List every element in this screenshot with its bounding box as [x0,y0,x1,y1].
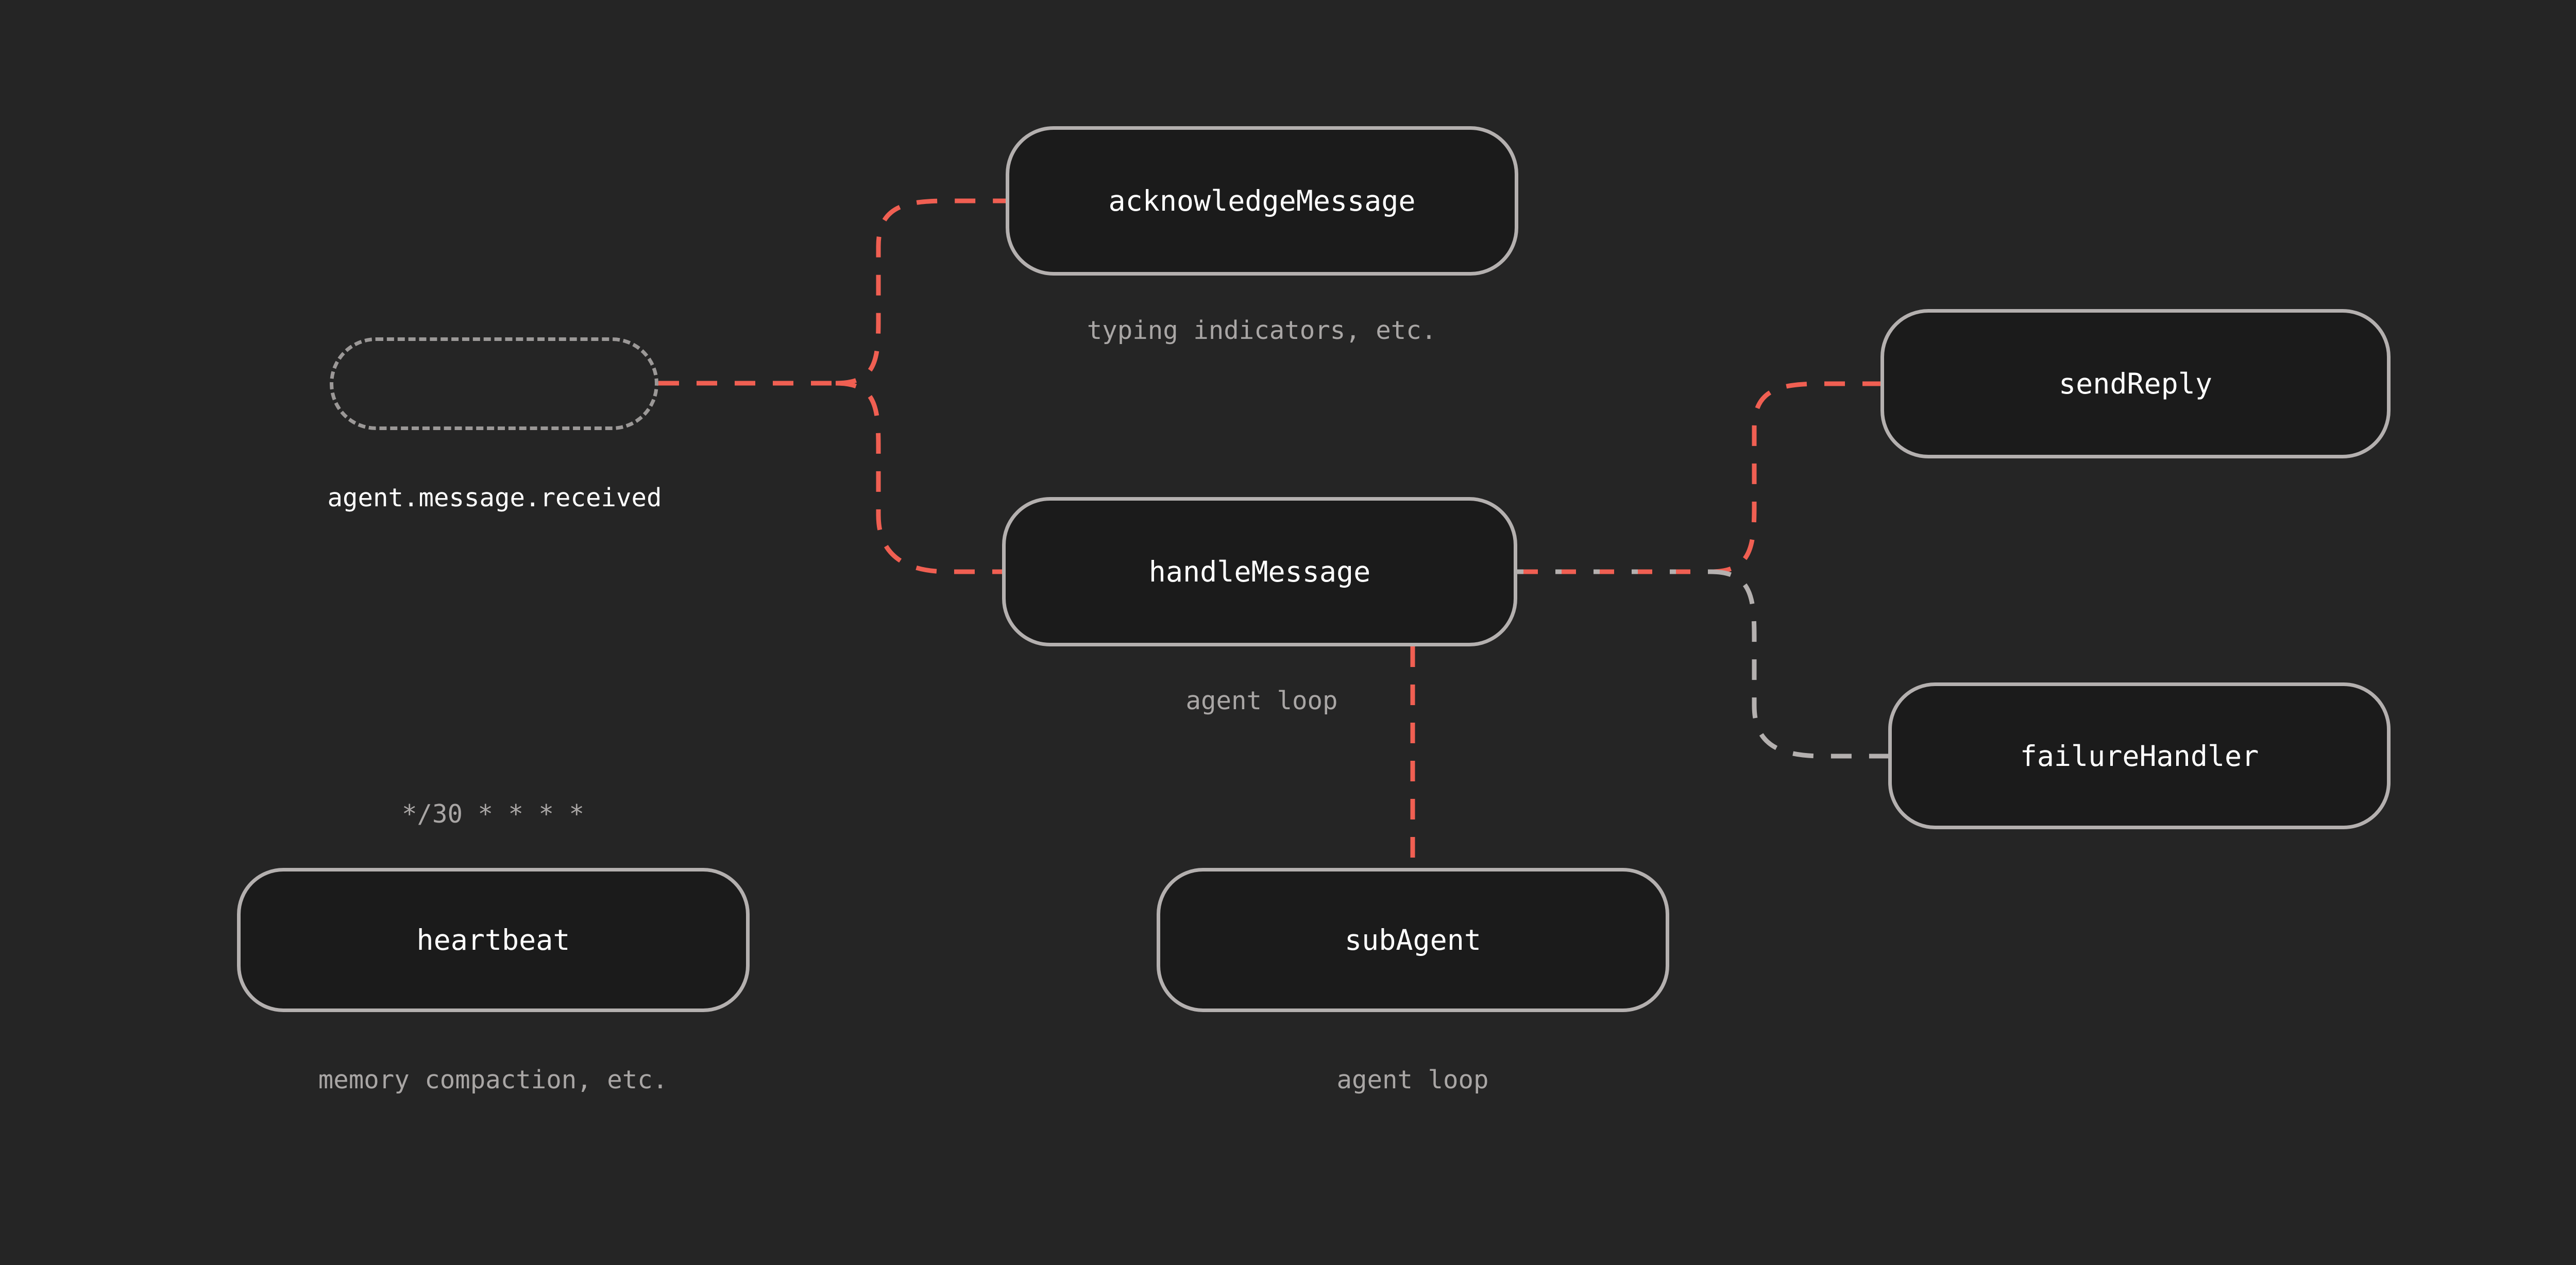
edge-handle-to-failurehandler [1710,569,1888,759]
node-failure-handler[interactable]: failureHandler [1888,682,2391,829]
heartbeat-cron-schedule: */30 * * * * [401,799,585,829]
node-label: handleMessage [1148,555,1371,588]
node-label: acknowledgeMessage [1108,184,1416,217]
heartbeat-caption: memory compaction, etc. [318,1065,668,1095]
edge-handle-to-sendreply [1710,381,1880,574]
node-send-reply[interactable]: sendReply [1880,309,2391,458]
node-heartbeat[interactable]: heartbeat [237,868,750,1012]
handle-message-caption: agent loop [1185,686,1338,715]
sub-agent-caption: agent loop [1336,1065,1489,1095]
node-sub-agent[interactable]: subAgent [1157,868,1669,1012]
node-label: sendReply [2058,367,2212,400]
node-label: failureHandler [2020,739,2259,773]
node-acknowledge-message[interactable]: acknowledgeMessage [1006,126,1518,276]
node-trigger[interactable] [330,337,658,430]
node-label: subAgent [1345,924,1481,956]
trigger-event-label: agent.message.received [327,483,662,512]
edge-trigger-to-acknowledge [835,198,1006,386]
acknowledge-message-caption: typing indicators, etc. [1087,316,1437,345]
edge-trigger-to-handle [835,381,1002,574]
node-label: heartbeat [416,924,570,956]
node-handle-message[interactable]: handleMessage [1002,497,1517,646]
